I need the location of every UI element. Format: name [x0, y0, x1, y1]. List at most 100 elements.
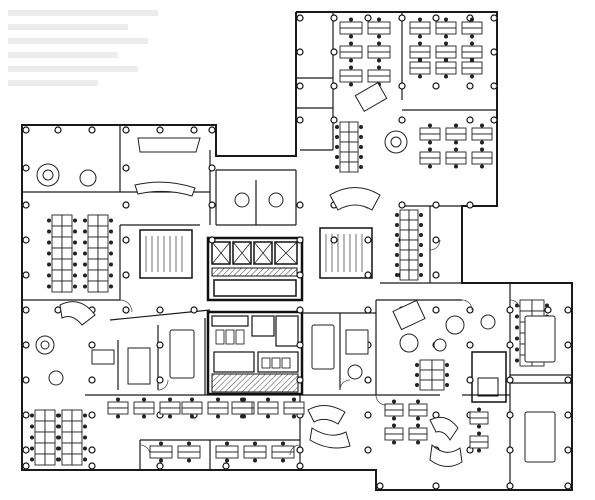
desk	[399, 249, 410, 261]
desk	[399, 219, 410, 231]
chair	[445, 383, 449, 387]
chair	[377, 17, 381, 22]
chair	[30, 457, 34, 462]
column	[364, 306, 372, 314]
chair	[349, 41, 353, 46]
desk	[348, 131, 359, 143]
chair	[83, 229, 87, 234]
desk	[51, 225, 63, 238]
chair	[419, 263, 423, 267]
desk	[34, 442, 46, 455]
chair	[392, 440, 396, 445]
desk-bank	[409, 57, 483, 79]
chair	[477, 407, 481, 412]
chair	[359, 155, 363, 159]
desk	[61, 214, 73, 227]
desk	[87, 236, 99, 249]
column	[296, 271, 304, 279]
desk	[339, 161, 350, 173]
ghost-text-lines	[8, 10, 158, 86]
desk	[339, 27, 363, 35]
desk	[61, 431, 73, 444]
chair	[216, 397, 220, 402]
chair	[395, 273, 399, 277]
column	[506, 411, 514, 419]
desk-bank	[215, 441, 295, 463]
column	[54, 126, 62, 134]
desk	[384, 403, 404, 411]
desk	[71, 442, 83, 455]
chair	[419, 223, 423, 227]
chair	[281, 441, 285, 446]
desk	[243, 445, 267, 453]
column	[564, 411, 572, 419]
meeting-tables	[35, 82, 556, 463]
desk	[51, 258, 63, 271]
chair	[444, 41, 448, 46]
chair	[470, 57, 474, 62]
column	[122, 236, 130, 244]
desk	[469, 417, 489, 425]
column	[364, 376, 372, 384]
chair	[416, 423, 420, 428]
chair	[395, 233, 399, 237]
column	[22, 411, 30, 419]
desk	[409, 51, 431, 59]
column	[296, 201, 304, 209]
chair	[392, 399, 396, 404]
chair	[418, 74, 422, 79]
desk	[435, 67, 457, 75]
desk	[408, 239, 419, 251]
column	[296, 82, 304, 90]
desk	[431, 379, 445, 391]
desk	[461, 61, 483, 69]
chair	[428, 147, 432, 152]
chair	[109, 218, 113, 223]
column	[22, 236, 30, 244]
desk	[87, 269, 99, 282]
column	[22, 376, 30, 384]
desk	[149, 445, 173, 453]
desk	[87, 247, 99, 260]
chair	[428, 140, 432, 145]
column	[22, 201, 30, 209]
column	[330, 48, 338, 56]
column	[466, 341, 474, 349]
column	[564, 482, 572, 490]
chair	[395, 263, 399, 267]
desk	[445, 133, 467, 141]
chair	[47, 218, 51, 223]
desk	[348, 141, 359, 153]
desk-bank	[107, 397, 181, 419]
chair	[57, 424, 61, 429]
desk	[207, 407, 229, 415]
column	[88, 446, 96, 454]
chair	[266, 397, 270, 402]
chair	[444, 74, 448, 79]
column	[208, 164, 216, 172]
desk	[469, 411, 489, 419]
chair	[335, 145, 339, 149]
chair	[428, 123, 432, 128]
column	[122, 126, 130, 134]
desk	[181, 401, 203, 409]
desk	[408, 249, 419, 261]
desk	[471, 127, 493, 135]
desk	[399, 269, 410, 281]
column	[122, 271, 130, 279]
chair	[359, 135, 363, 139]
column	[564, 306, 572, 314]
column	[466, 201, 474, 209]
chair	[281, 458, 285, 463]
desk	[159, 401, 181, 409]
column	[22, 306, 30, 314]
column	[544, 306, 552, 314]
column	[88, 462, 96, 470]
desk	[471, 157, 493, 165]
chair	[377, 58, 381, 63]
desk	[367, 51, 391, 59]
chair	[395, 213, 399, 217]
desk-bank	[83, 214, 113, 293]
desk	[419, 127, 441, 135]
chair	[253, 441, 257, 446]
